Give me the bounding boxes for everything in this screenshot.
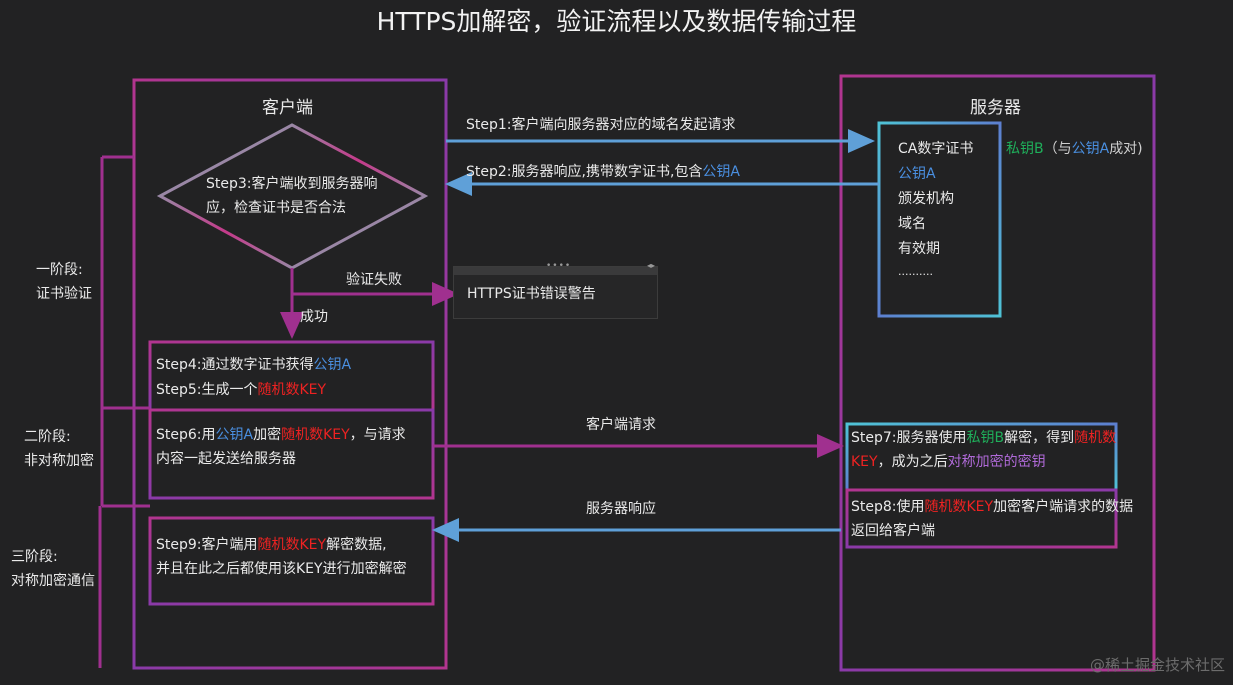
private-key-note: 私钥B（与公钥A成对) [1006, 141, 1143, 157]
warning-text: HTTPS证书错误警告 [467, 286, 596, 302]
success-label: 成功 [300, 309, 328, 325]
warning-panel: •••• ◂▸ HTTPS证书错误警告 [453, 261, 658, 319]
step7-text: Step7:服务器使用私钥B解密，得到随机数 KEY，成为之后对称加密的密钥 [851, 430, 1117, 470]
step3-text: Step3:客户端收到服务器响 应，检查证书是否合法 [206, 176, 378, 216]
resize-icon[interactable]: ◂▸ [646, 261, 655, 270]
step6-box [148, 408, 435, 500]
client-frame [132, 78, 448, 670]
server-label: 服务器 [970, 98, 1021, 118]
verify-fail-label: 验证失败 [346, 272, 402, 288]
server-response-label: 服务器响应 [586, 501, 656, 517]
diagram-title: HTTPS加解密，验证流程以及数据传输过程 [376, 7, 857, 36]
drag-handle-icon[interactable]: •••• [546, 261, 572, 271]
step9-box [148, 516, 435, 606]
step9-text: Step9:客户端用随机数KEY解密数据, 并且在此之后都使用该KEY进行加密解… [156, 537, 407, 577]
step2-label: Step2:服务器响应,携带数字证书,包含公钥A [466, 164, 740, 180]
step5-text: Step5:生成一个随机数KEY [156, 382, 327, 398]
step1-label: Step1:客户端向服务器对应的域名发起请求 [466, 117, 736, 133]
client-request-label: 客户端请求 [586, 417, 656, 433]
step4-text: Step4:通过数字证书获得公钥A [156, 357, 352, 373]
phase2-label: 二阶段: 非对称加密 [24, 429, 94, 469]
step8-text: Step8:使用随机数KEY加密客户端请求的数据 返回给客户端 [851, 499, 1134, 539]
phase3-label: 三阶段: 对称加密通信 [11, 549, 95, 589]
phase1-label: 一阶段: 证书验证 [36, 262, 92, 302]
watermark: @稀土掘金技术社区 [1089, 656, 1225, 674]
cert-list: CA数字证书 公钥A 颁发机构 域名 有效期 .......... [898, 141, 974, 278]
cert-box [877, 121, 1002, 318]
step8-box [845, 488, 1118, 549]
warning-panel-bar: •••• ◂▸ [454, 261, 657, 275]
step6-text: Step6:用公钥A加密随机数KEY，与请求 内容一起发送给服务器 [156, 427, 406, 467]
server-frame [839, 74, 1156, 672]
client-label: 客户端 [262, 98, 313, 118]
